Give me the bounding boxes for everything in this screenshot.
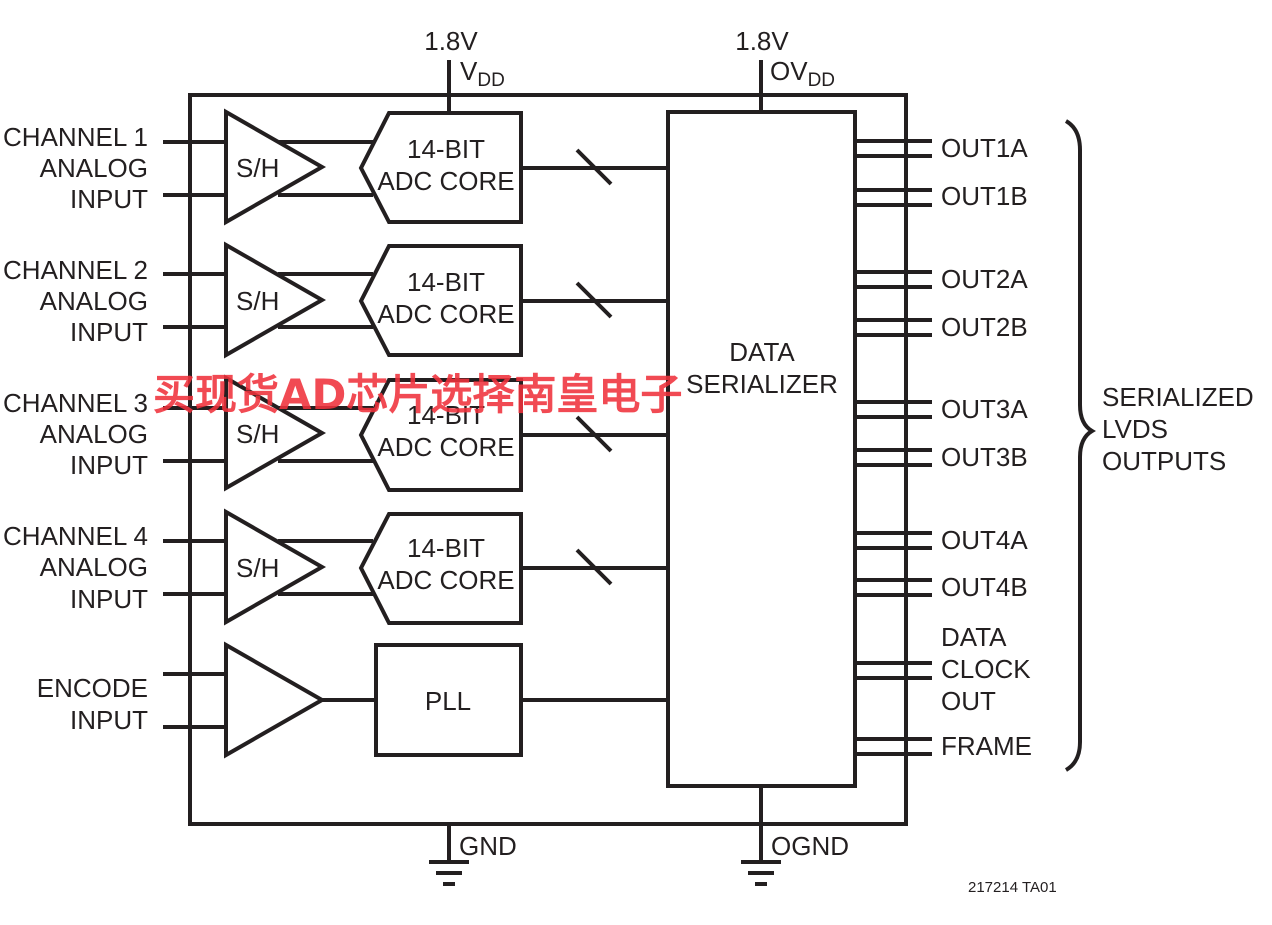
- ognd-label: OGND: [771, 831, 849, 861]
- bus-slash: [575, 148, 613, 186]
- data-serializer-block: [666, 110, 857, 788]
- vdd-label: VDD: [460, 56, 505, 91]
- bus-slash: [575, 415, 613, 453]
- ovdd-supply: 1.8V OVDD: [735, 26, 835, 112]
- adc-label: 14-BIT: [407, 267, 485, 297]
- channel-label-line: ANALOG: [40, 286, 148, 316]
- channel-label-line: ANALOG: [40, 552, 148, 582]
- sample-hold-label: S/H: [236, 419, 279, 449]
- outputs-brace: [1064, 119, 1096, 772]
- adc-core-block: [358, 378, 523, 492]
- channel-2: CHANNEL 2 ANALOG INPUT S/H 14-BIT ADC CO…: [3, 241, 668, 359]
- lvds-output-pins: OUT1A OUT1B OUT2A OUT2B OUT3A OUT3B OUT4…: [855, 133, 1032, 761]
- frame-label: FRAME: [941, 731, 1032, 761]
- sample-hold-label: S/H: [236, 286, 279, 316]
- adc-core-block: [358, 111, 523, 224]
- adc-label: 14-BIT: [407, 400, 485, 430]
- clock-label-line: DATA: [941, 622, 1007, 652]
- pll-block: [374, 643, 523, 757]
- encode-label-line: ENCODE: [37, 673, 148, 703]
- group-label-line: OUTPUTS: [1102, 446, 1226, 476]
- output-pin-label: OUT2A: [941, 264, 1028, 294]
- sample-hold-amplifier: [224, 508, 327, 626]
- channel-label-line: INPUT: [70, 317, 148, 347]
- encode-buffer: [224, 641, 327, 759]
- ognd-pin: OGND: [741, 786, 849, 886]
- serializer-label: SERIALIZER: [686, 369, 838, 399]
- adc-label: ADC CORE: [377, 299, 514, 329]
- output-pin-label: OUT4B: [941, 572, 1028, 602]
- serializer-label: DATA: [729, 337, 795, 367]
- adc-core-block: [358, 512, 523, 625]
- encode-path: ENCODE INPUT PLL: [37, 641, 668, 759]
- channel-label-line: CHANNEL 3: [3, 388, 148, 418]
- channel-label-line: ANALOG: [40, 153, 148, 183]
- encode-label-line: INPUT: [70, 705, 148, 735]
- channel-label-line: CHANNEL 1: [3, 122, 148, 152]
- ovdd-label: OVDD: [770, 56, 835, 91]
- output-pin-label: OUT2B: [941, 312, 1028, 342]
- bus-slash: [575, 548, 613, 586]
- output-pin-label: OUT4A: [941, 525, 1028, 555]
- channel-label-line: INPUT: [70, 584, 148, 614]
- figure-reference: 217214 TA01: [968, 879, 1057, 896]
- adc-label: ADC CORE: [377, 166, 514, 196]
- sample-hold-label: S/H: [236, 153, 279, 183]
- clock-label-line: OUT: [941, 686, 996, 716]
- adc-label: 14-BIT: [407, 134, 485, 164]
- adc-label: ADC CORE: [377, 432, 514, 462]
- gnd-label: GND: [459, 831, 517, 861]
- adc-label: ADC CORE: [377, 565, 514, 595]
- output-pin-label: OUT1B: [941, 181, 1028, 211]
- channel-label-line: INPUT: [70, 450, 148, 480]
- sample-hold-amplifier: [224, 108, 327, 226]
- bus-slash: [575, 281, 613, 319]
- sample-hold-amplifier: [224, 241, 327, 359]
- output-pin-label: OUT3A: [941, 394, 1028, 424]
- channel-1: CHANNEL 1 ANALOG INPUT S/H 14-BIT ADC CO…: [3, 108, 668, 226]
- channel-label-line: CHANNEL 2: [3, 255, 148, 285]
- adc-label: 14-BIT: [407, 533, 485, 563]
- group-label-line: LVDS: [1102, 414, 1168, 444]
- channel-label-line: INPUT: [70, 184, 148, 214]
- clock-label-line: CLOCK: [941, 654, 1031, 684]
- channel-4: CHANNEL 4 ANALOG INPUT S/H 14-BIT ADC CO…: [3, 508, 668, 626]
- channel-label-line: ANALOG: [40, 419, 148, 449]
- watermark-text: 买现货AD芯片选择南皇电子: [153, 370, 682, 419]
- vdd-supply: 1.8V VDD: [424, 26, 505, 112]
- group-label-line: SERIALIZED: [1102, 382, 1254, 412]
- adc-core-block: [358, 244, 523, 357]
- output-pin-label: OUT3B: [941, 442, 1028, 472]
- gnd-pin: GND: [429, 824, 517, 886]
- sample-hold-label: S/H: [236, 553, 279, 583]
- sample-hold-amplifier: [224, 374, 327, 492]
- channel-label-line: CHANNEL 4: [3, 521, 148, 551]
- channel-3: CHANNEL 3 ANALOG INPUT S/H 14-BIT ADC CO…: [3, 374, 668, 492]
- ovdd-voltage: 1.8V: [735, 26, 789, 56]
- vdd-voltage: 1.8V: [424, 26, 478, 56]
- pll-label: PLL: [425, 686, 471, 716]
- output-pin-label: OUT1A: [941, 133, 1028, 163]
